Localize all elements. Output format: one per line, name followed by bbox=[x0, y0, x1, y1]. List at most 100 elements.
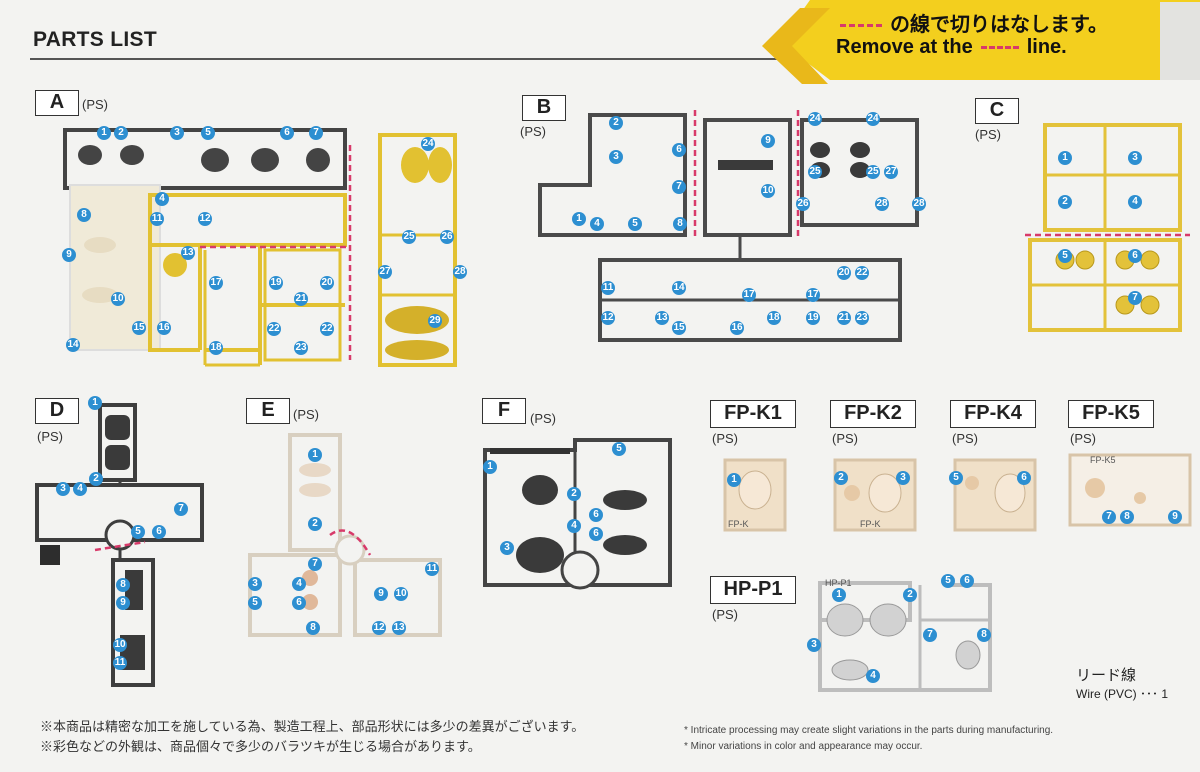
part-number: 9 bbox=[1168, 510, 1182, 524]
part-number: 2 bbox=[1058, 195, 1072, 209]
part-number: 11 bbox=[425, 562, 439, 576]
part-number: 8 bbox=[116, 578, 130, 592]
runner-b-material: (PS) bbox=[520, 124, 546, 139]
part-number: 5 bbox=[949, 471, 963, 485]
part-number: 22 bbox=[855, 266, 869, 280]
part-number: 24 bbox=[808, 112, 822, 126]
runner-a-diagram bbox=[63, 128, 457, 367]
part-number: 13 bbox=[392, 621, 406, 635]
part-number: 9 bbox=[116, 596, 130, 610]
note-en-1: * Intricate processing may create slight… bbox=[684, 725, 1054, 736]
part-number: 9 bbox=[761, 134, 775, 148]
runner-c-label: C bbox=[975, 98, 1019, 124]
runner-fpk2-label: FP-K2 bbox=[830, 400, 916, 428]
runner-tag: FP-K bbox=[860, 519, 881, 529]
runner-b-diagram bbox=[538, 110, 919, 342]
part-number: 28 bbox=[875, 197, 889, 211]
note-jp-1: ※本商品は精密な加工を施している為、製造工程上、部品形状には多少の差異がございま… bbox=[40, 719, 585, 734]
part-number: 2 bbox=[89, 472, 103, 486]
part-number: 8 bbox=[306, 621, 320, 635]
part-number: 27 bbox=[378, 265, 392, 279]
part-number: 3 bbox=[1128, 151, 1142, 165]
page-title: PARTS LIST bbox=[33, 28, 157, 51]
part-number: 7 bbox=[923, 628, 937, 642]
part-number: 2 bbox=[834, 471, 848, 485]
part-number: 2 bbox=[567, 487, 581, 501]
part-number: 13 bbox=[655, 311, 669, 325]
part-number: 10 bbox=[761, 184, 775, 198]
part-number: 1 bbox=[308, 448, 322, 462]
part-number: 9 bbox=[374, 587, 388, 601]
part-number: 1 bbox=[727, 473, 741, 487]
part-number: 13 bbox=[181, 246, 195, 260]
part-number: 2 bbox=[609, 116, 623, 130]
runner-d-material: (PS) bbox=[37, 429, 63, 444]
part-number: 21 bbox=[837, 311, 851, 325]
part-number: 10 bbox=[111, 292, 125, 306]
part-number: 24 bbox=[866, 112, 880, 126]
part-number: 4 bbox=[567, 519, 581, 533]
part-number: 2 bbox=[903, 588, 917, 602]
part-number: 28 bbox=[912, 197, 926, 211]
part-number: 4 bbox=[155, 192, 169, 206]
part-number: 22 bbox=[267, 322, 281, 336]
part-number: 11 bbox=[150, 212, 164, 226]
runner-a-material: (PS) bbox=[82, 97, 108, 112]
runner-c-diagram bbox=[1025, 123, 1190, 332]
title-divider bbox=[30, 58, 820, 60]
runner-tag: FP-K5 bbox=[1090, 455, 1116, 465]
part-number: 19 bbox=[269, 276, 283, 290]
part-number: 12 bbox=[198, 212, 212, 226]
part-number: 1 bbox=[572, 212, 586, 226]
wire-label-jp: リード線 bbox=[1076, 667, 1137, 684]
part-number: 7 bbox=[1128, 291, 1142, 305]
part-number: 7 bbox=[174, 502, 188, 516]
part-number: 25 bbox=[866, 165, 880, 179]
part-number: 4 bbox=[73, 482, 87, 496]
part-number: 23 bbox=[855, 311, 869, 325]
part-number: 4 bbox=[1128, 195, 1142, 209]
part-number: 29 bbox=[428, 314, 442, 328]
part-number: 3 bbox=[896, 471, 910, 485]
part-number: 16 bbox=[157, 321, 171, 335]
part-number: 18 bbox=[767, 311, 781, 325]
part-number: 12 bbox=[601, 311, 615, 325]
part-number: 28 bbox=[453, 265, 467, 279]
part-number: 17 bbox=[806, 288, 820, 302]
part-number: 3 bbox=[170, 126, 184, 140]
runner-b-label: B bbox=[522, 95, 566, 121]
part-number: 1 bbox=[483, 460, 497, 474]
part-number: 6 bbox=[589, 508, 603, 522]
part-number: 19 bbox=[806, 311, 820, 325]
runner-fpk1-diagram bbox=[723, 458, 787, 532]
part-number: 24 bbox=[421, 137, 435, 151]
part-number: 5 bbox=[628, 217, 642, 231]
part-number: 17 bbox=[209, 276, 223, 290]
runner-hpp1-label: HP-P1 bbox=[710, 576, 796, 604]
part-number: 5 bbox=[612, 442, 626, 456]
part-number: 3 bbox=[807, 638, 821, 652]
part-number: 26 bbox=[440, 230, 454, 244]
cut-line-sample-2 bbox=[980, 46, 1019, 50]
part-number: 11 bbox=[113, 656, 127, 670]
part-number: 8 bbox=[673, 217, 687, 231]
runner-fpk5-label: FP-K5 bbox=[1068, 400, 1154, 428]
part-number: 3 bbox=[248, 577, 262, 591]
runner-f-material: (PS) bbox=[530, 411, 556, 426]
part-number: 27 bbox=[884, 165, 898, 179]
part-number: 6 bbox=[1017, 471, 1031, 485]
part-number: 15 bbox=[672, 321, 686, 335]
part-number: 18 bbox=[209, 341, 223, 355]
runner-fpk1-material: (PS) bbox=[712, 431, 738, 446]
part-number: 5 bbox=[248, 596, 262, 610]
runner-tag: FP-K bbox=[728, 519, 749, 529]
part-number: 6 bbox=[589, 527, 603, 541]
runner-fpk4-material: (PS) bbox=[952, 431, 978, 446]
part-number: 4 bbox=[292, 577, 306, 591]
note-en-2: * Minor variations in color and appearan… bbox=[684, 741, 923, 752]
part-number: 14 bbox=[66, 338, 80, 352]
part-number: 3 bbox=[56, 482, 70, 496]
part-number: 14 bbox=[672, 281, 686, 295]
part-number: 17 bbox=[742, 288, 756, 302]
part-number: 10 bbox=[394, 587, 408, 601]
